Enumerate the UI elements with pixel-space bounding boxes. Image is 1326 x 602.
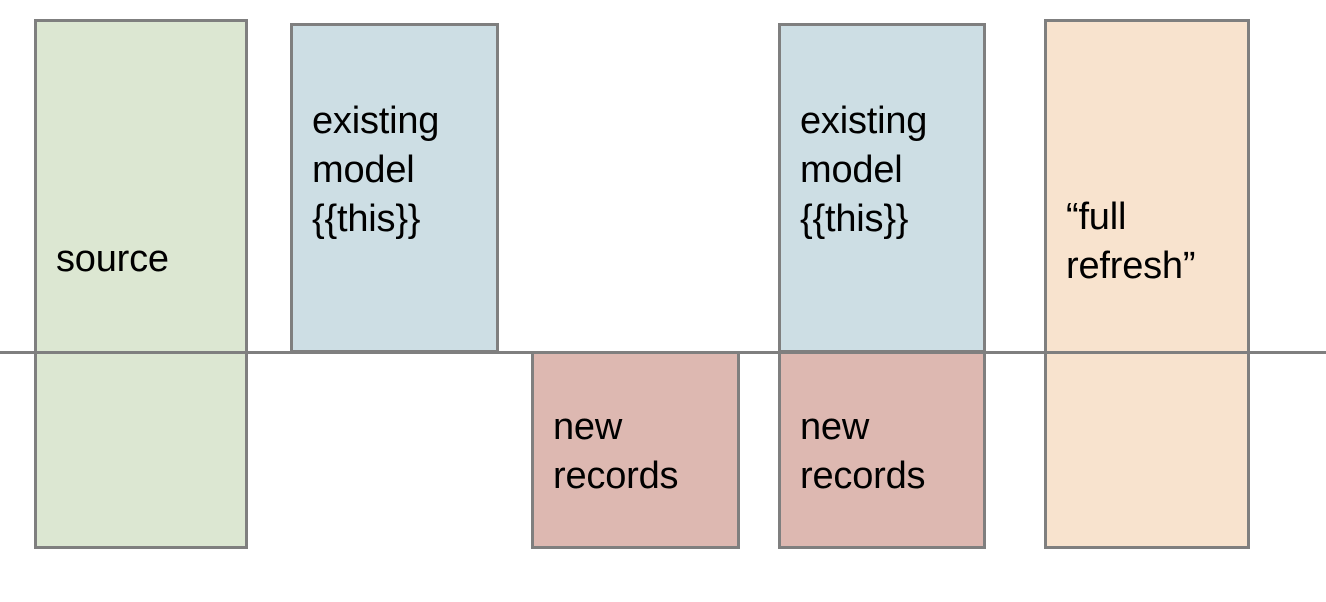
block-existing-model-2-label: existing model {{this}} <box>800 99 928 240</box>
block-existing-model-1[interactable]: existing model {{this}} <box>290 23 499 353</box>
block-new-records-2[interactable]: new records <box>778 351 986 549</box>
block-existing-model-1-label: existing model {{this}} <box>312 99 440 240</box>
block-source[interactable]: source <box>34 19 248 549</box>
horizontal-divider-line <box>0 351 1326 354</box>
block-new-records-1[interactable]: new records <box>531 351 740 549</box>
block-full-refresh-label: “full refresh” <box>1066 196 1196 287</box>
block-existing-model-2[interactable]: existing model {{this}} <box>778 23 986 353</box>
block-new-records-1-label: new records <box>553 406 679 497</box>
block-full-refresh[interactable]: “full refresh” <box>1044 19 1250 549</box>
block-source-label: source <box>56 237 169 280</box>
block-new-records-2-label: new records <box>800 406 926 497</box>
